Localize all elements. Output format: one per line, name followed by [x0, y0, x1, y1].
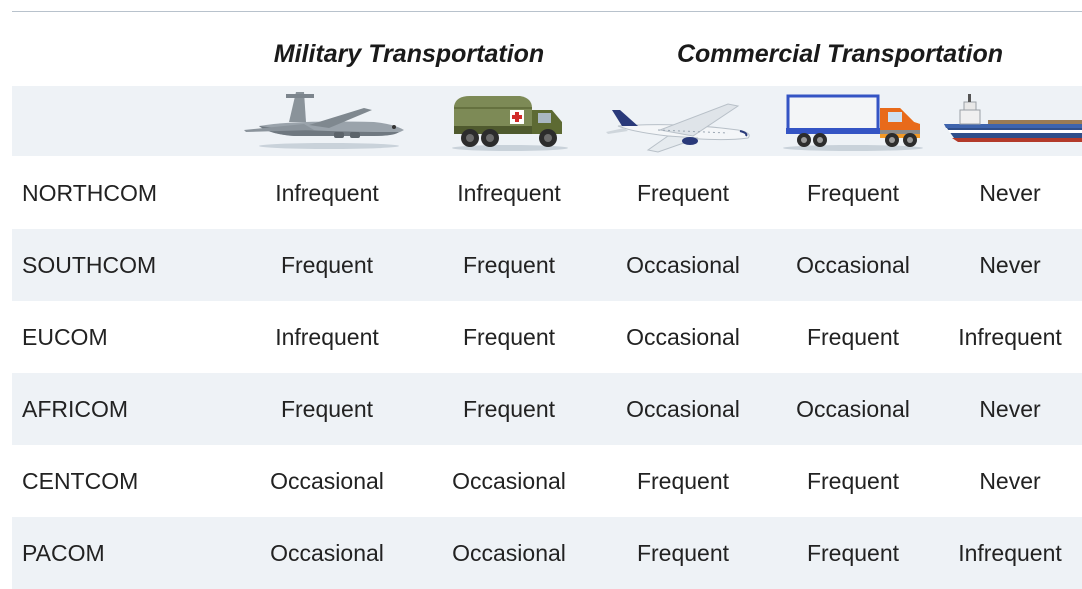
table-row: CENTCOM Occasional Occasional Frequent F… — [12, 445, 1082, 517]
cargo-plane-frequency: Frequent — [234, 373, 420, 445]
cargo-ship-frequency: Infrequent — [938, 517, 1082, 589]
cargo-plane-frequency: Occasional — [234, 517, 420, 589]
command-name: EUCOM — [22, 323, 108, 350]
icon-header-row — [12, 86, 1082, 156]
airliner-frequency: Occasional — [598, 229, 768, 301]
cargo-ship-frequency: Never — [979, 179, 1041, 206]
semi-truck-icon — [768, 86, 938, 156]
airliner-frequency: Occasional — [626, 323, 740, 350]
semi-truck-frequency: Frequent — [768, 517, 938, 589]
airliner-frequency: Frequent — [636, 179, 730, 206]
command-name: AFRICOM — [12, 373, 234, 445]
cargo-plane-icon — [234, 86, 420, 156]
cargo-plane-frequency: Frequent — [234, 229, 420, 301]
airliner-frequency: Occasional — [598, 373, 768, 445]
cargo-ship-frequency: Never — [938, 229, 1082, 301]
semi-truck-frequency: Frequent — [806, 323, 900, 350]
cargo-plane-frequency: Infrequent — [275, 323, 379, 350]
cargo-ship-frequency: Never — [979, 467, 1041, 494]
commercial-transportation-heading: Commercial Transportation — [676, 40, 1003, 68]
command-name: PACOM — [12, 517, 234, 589]
table-row: EUCOM Infrequent Frequent Occasional Fre… — [12, 301, 1082, 373]
semi-truck-frequency: Occasional — [768, 373, 938, 445]
cargo-plane-frequency: Occasional — [270, 467, 384, 494]
cargo-plane-frequency: Infrequent — [275, 179, 379, 206]
table-row: AFRICOM Frequent Frequent Occasional Occ… — [12, 373, 1082, 445]
military-truck-frequency: Infrequent — [457, 179, 561, 206]
semi-truck-frequency: Occasional — [768, 229, 938, 301]
military-transportation-heading: Military Transportation — [273, 40, 545, 68]
command-name: CENTCOM — [22, 467, 139, 494]
airliner-frequency: Frequent — [636, 467, 730, 494]
military-truck-frequency: Frequent — [420, 373, 598, 445]
airliner-frequency: Frequent — [598, 517, 768, 589]
airliner-icon — [598, 86, 768, 156]
military-truck-frequency: Frequent — [462, 323, 556, 350]
transportation-frequency-table: NORTHCOM Infrequent Infrequent Frequent … — [12, 157, 1082, 589]
military-truck-frequency: Occasional — [452, 467, 566, 494]
command-name: SOUTHCOM — [12, 229, 234, 301]
military-truck-frequency: Occasional — [420, 517, 598, 589]
top-rule — [12, 11, 1082, 12]
cargo-ship-frequency: Never — [938, 373, 1082, 445]
semi-truck-frequency: Frequent — [806, 467, 900, 494]
cargo-ship-icon — [938, 86, 1082, 156]
table-row: PACOM Occasional Occasional Frequent Fre… — [12, 517, 1082, 589]
command-name: NORTHCOM — [22, 179, 158, 206]
military-truck-icon — [420, 86, 598, 156]
military-truck-frequency: Frequent — [420, 229, 598, 301]
table-row: SOUTHCOM Frequent Frequent Occasional Oc… — [12, 229, 1082, 301]
cargo-ship-frequency: Infrequent — [958, 323, 1062, 350]
table-row: NORTHCOM Infrequent Infrequent Frequent … — [12, 157, 1082, 229]
semi-truck-frequency: Frequent — [806, 179, 900, 206]
